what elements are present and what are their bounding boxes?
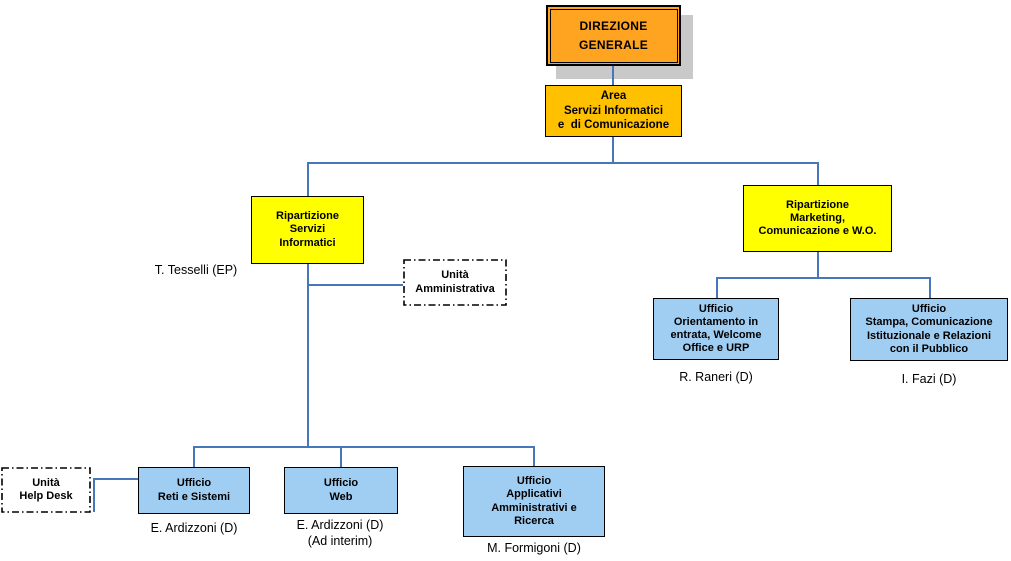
area-servizi-informatici-label: Area Servizi Informatici e di Comunicazi…	[557, 90, 670, 132]
connector-line	[307, 162, 818, 164]
connector-line	[307, 264, 309, 447]
ufficio-stampa-box: Ufficio Stampa, Comunicazione Istituzion…	[850, 298, 1008, 361]
unita-help-desk-box: Unità Help Desk	[1, 467, 91, 513]
connector-line	[93, 478, 95, 512]
ufficio-orientamento-box: Ufficio Orientamento in entrata, Welcome…	[653, 298, 779, 360]
area-servizi-informatici-box: Area Servizi Informatici e di Comunicazi…	[545, 85, 682, 137]
unita-amministrativa-box: Unità Amministrativa	[403, 259, 507, 306]
connector-line	[612, 137, 614, 163]
unita-help-desk-label: Unità Help Desk	[19, 476, 73, 502]
connector-line	[193, 446, 534, 448]
connector-line	[716, 277, 718, 298]
ripartizione-marketing-label: Ripartizione Marketing, Comunicazione e …	[758, 198, 877, 238]
ufficio-stampa-label: Ufficio Stampa, Comunicazione Istituzion…	[865, 303, 993, 355]
ufficio-applicativi-box: Ufficio Applicativi Amministrativi e Ric…	[463, 466, 605, 537]
ripartizione-servizi-informatici-label: Ripartizione Servizi Informatici	[276, 210, 339, 249]
ufficio-reti-sistemi-box: Ufficio Reti e Sistemi	[138, 467, 250, 514]
manager-label-ardizzoni-reti: E. Ardizzoni (D)	[150, 521, 238, 535]
connector-line	[193, 446, 195, 468]
ufficio-web-box: Ufficio Web	[284, 467, 398, 514]
ufficio-orientamento-label: Ufficio Orientamento in entrata, Welcome…	[670, 302, 762, 355]
connector-line	[533, 446, 535, 467]
connector-line	[307, 284, 404, 286]
connector-line	[340, 446, 342, 468]
manager-label-formigoni: M. Formigoni (D)	[487, 541, 581, 555]
connector-line	[817, 162, 819, 186]
ripartizione-marketing-box: Ripartizione Marketing, Comunicazione e …	[743, 185, 892, 252]
manager-label-ardizzoni-web: E. Ardizzoni (D) (Ad interim)	[296, 518, 384, 548]
ufficio-web-label: Ufficio Web	[323, 477, 359, 503]
connector-line	[612, 66, 614, 86]
unita-amministrativa-label: Unità Amministrativa	[415, 269, 495, 295]
connector-line	[307, 162, 309, 197]
connector-line	[817, 252, 819, 278]
ripartizione-servizi-informatici-box: Ripartizione Servizi Informatici	[251, 196, 364, 264]
connector-line	[929, 277, 931, 298]
manager-label-fazi: I. Fazi (D)	[901, 372, 957, 386]
manager-label-raneri: R. Raneri (D)	[679, 370, 753, 384]
direzione-generale-box: DIREZIONE GENERALE	[546, 5, 681, 66]
ufficio-applicativi-label: Ufficio Applicativi Amministrativi e Ric…	[491, 475, 577, 527]
ufficio-reti-sistemi-label: Ufficio Reti e Sistemi	[157, 477, 231, 503]
connector-line	[93, 478, 138, 480]
manager-label-tesselli: T. Tesselli (EP)	[154, 263, 238, 277]
connector-line	[716, 277, 930, 279]
direzione-generale-label: DIREZIONE GENERALE	[578, 18, 649, 52]
